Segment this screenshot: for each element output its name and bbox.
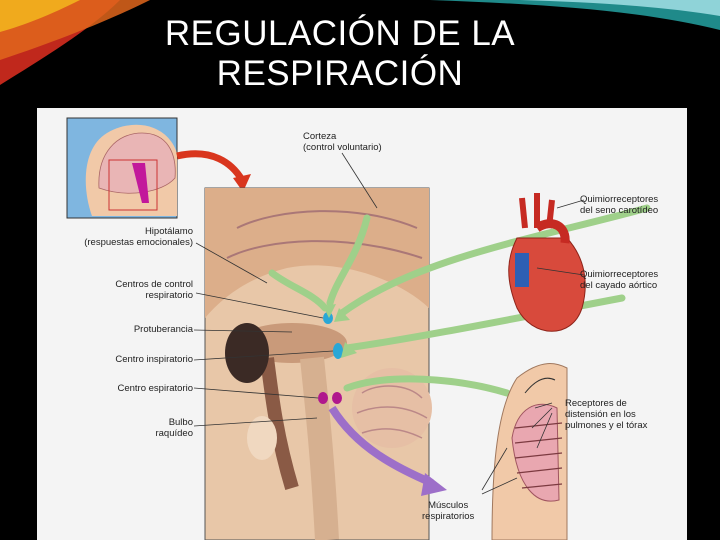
purple-arrow-head: [421, 473, 447, 496]
label-centro-espiratorio: Centro espiratorio: [67, 383, 193, 394]
red-arrow: [177, 154, 242, 180]
label-centros-control: Centros de control respiratorio: [67, 279, 193, 301]
label-receptores-distension: Receptores de distensión en los pulmones…: [565, 398, 647, 431]
label-centro-inspiratorio: Centro inspiratorio: [67, 354, 193, 365]
label-protuberancia: Protuberancia: [67, 324, 193, 335]
expiratory-center-marker-1: [318, 392, 328, 404]
label-hipotalamo: Hipotálamo (respuestas emocionales): [57, 226, 193, 248]
label-musculos: Músculos respiratorios: [422, 500, 474, 522]
expiratory-center-marker-2: [332, 392, 342, 404]
label-quimio-carotideo: Quimiorreceptores del seno carotídeo: [580, 194, 658, 216]
brain-section: [205, 188, 432, 540]
label-quimio-aortico: Quimiorreceptores del cayado aórtico: [580, 269, 658, 291]
respiration-diagram: Corteza (control voluntario) Hipotálamo …: [37, 108, 687, 540]
label-bulbo: Bulbo raquídeo: [67, 417, 193, 439]
heart-illustration: [509, 193, 586, 331]
label-corteza: Corteza (control voluntario): [303, 131, 382, 153]
slide-title: REGULACIÓN DE LA RESPIRACIÓN: [0, 14, 680, 94]
title-line-2: RESPIRACIÓN: [0, 54, 680, 94]
head-inset: [67, 118, 177, 218]
title-line-1: REGULACIÓN DE LA: [0, 14, 680, 54]
